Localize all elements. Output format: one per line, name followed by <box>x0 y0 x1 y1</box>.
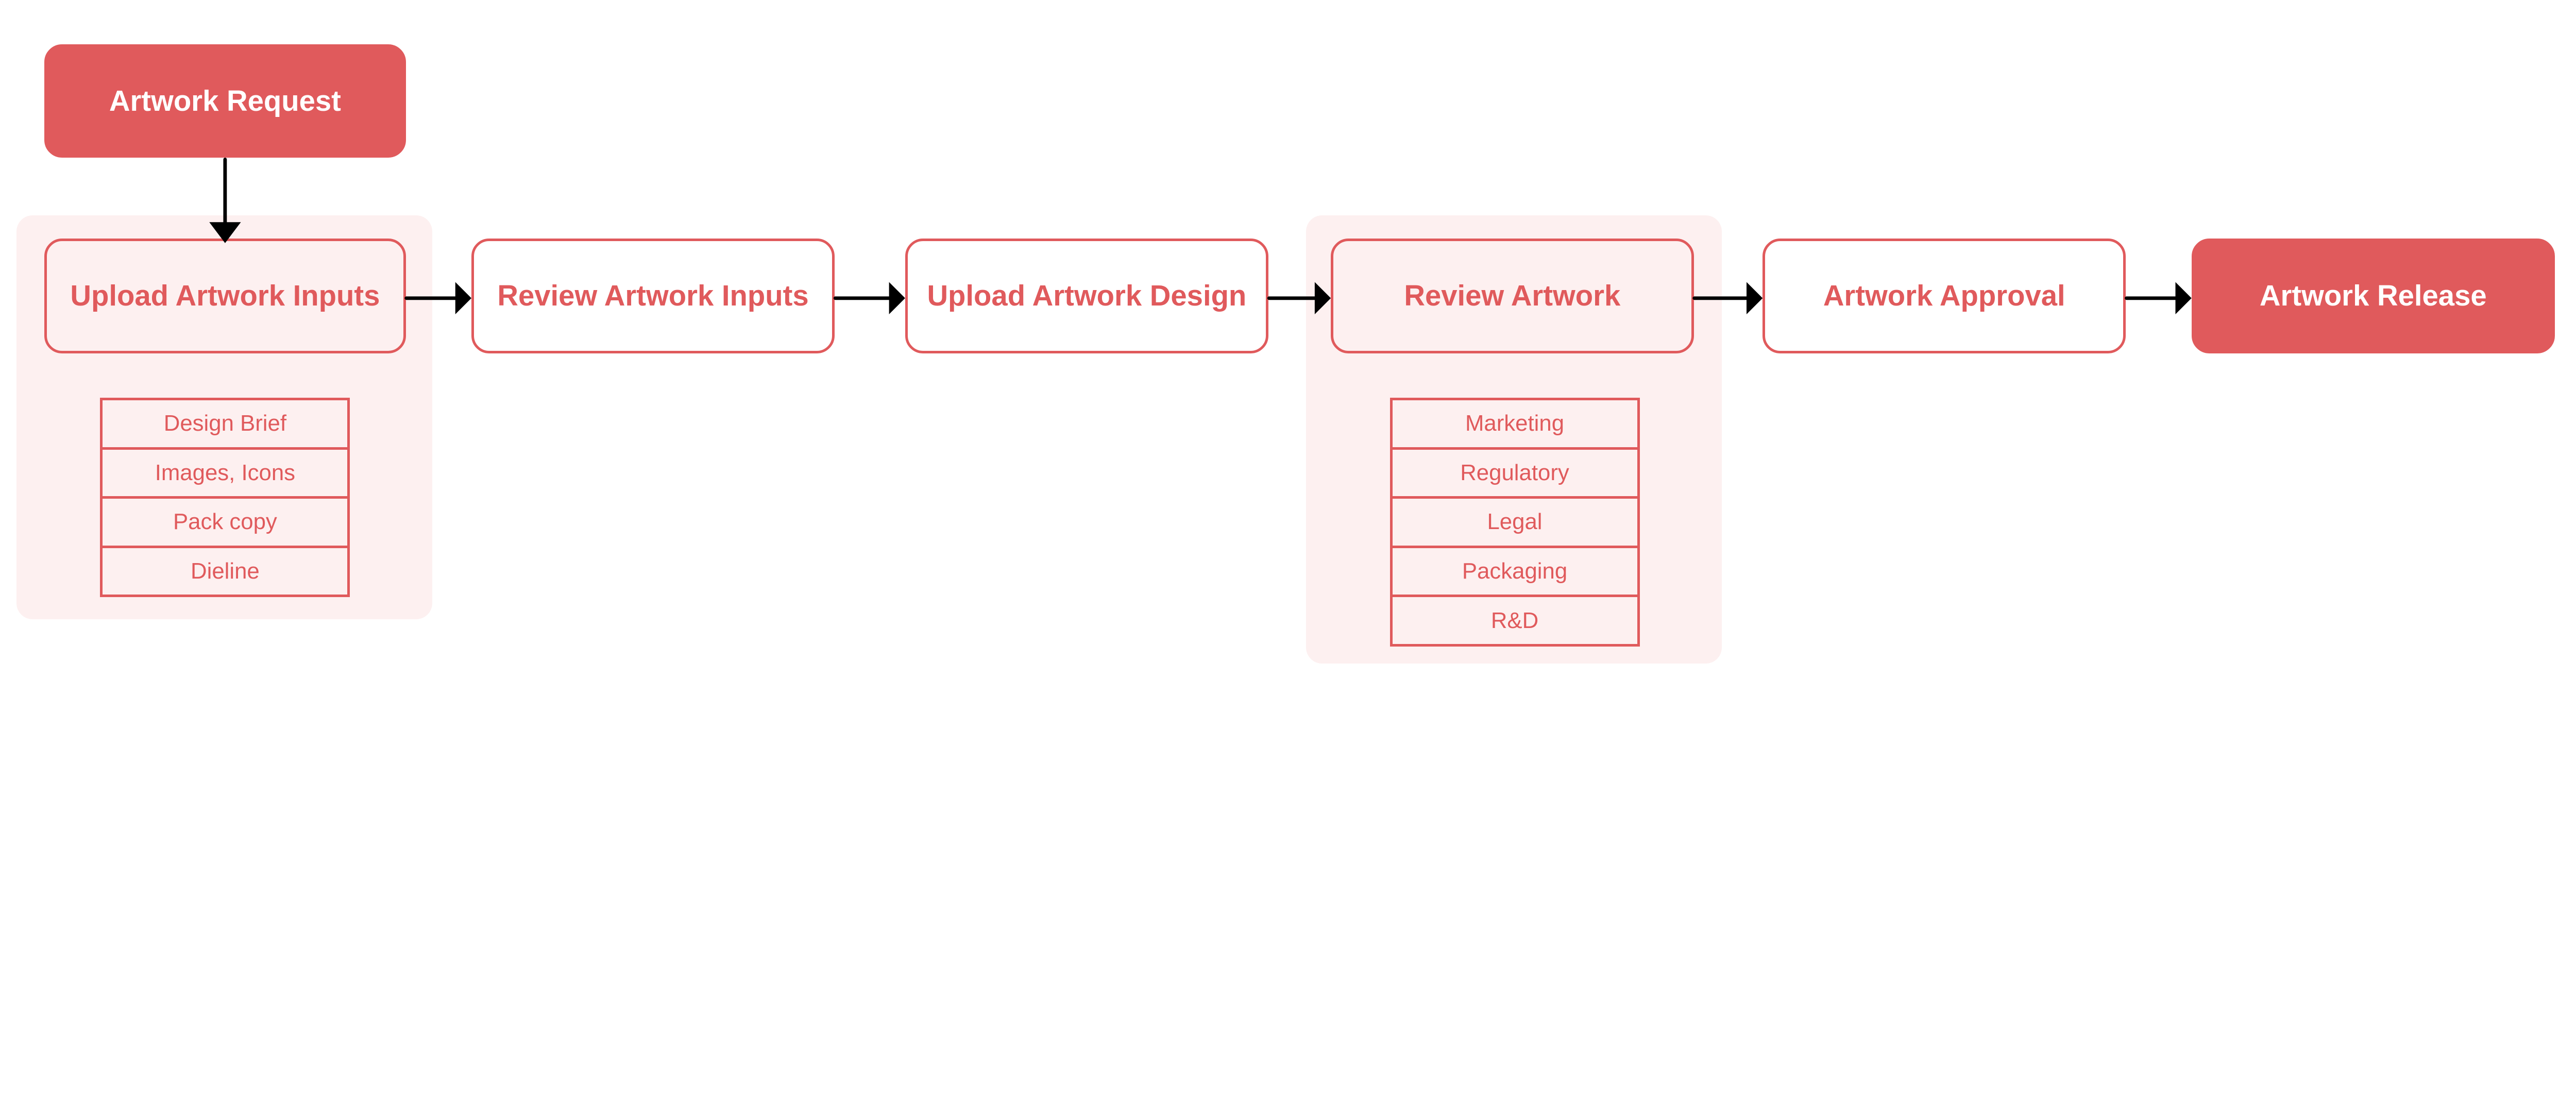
list-item: Dieline <box>103 548 348 598</box>
list-item: Images, Icons <box>103 450 348 499</box>
list-item: Packaging <box>1392 548 1637 598</box>
list-item: Regulatory <box>1392 450 1637 499</box>
list-item: Design Brief <box>103 400 348 450</box>
step-label: Artwork Approval <box>1823 279 2065 312</box>
step-artwork-request[interactable]: Artwork Request <box>44 44 406 158</box>
step-artwork-approval[interactable]: Artwork Approval <box>1762 238 2126 353</box>
arrowhead-icon <box>1314 282 1331 314</box>
list-item: R&D <box>1392 597 1637 647</box>
arrowhead-icon <box>455 282 471 314</box>
arrowhead-icon <box>889 282 905 314</box>
reviewers-list: Marketing Regulatory Legal Packaging R&D <box>1389 397 1640 647</box>
inputs-list: Design Brief Images, Icons Pack copy Die… <box>100 397 350 598</box>
step-label: Upload Artwork Design <box>927 279 1247 312</box>
connector-arrows <box>209 157 2192 314</box>
arrowhead-icon <box>1747 282 1763 314</box>
arrowhead-icon <box>2175 282 2192 314</box>
step-review-artwork[interactable]: Review Artwork <box>1331 238 1694 353</box>
step-upload-artwork-design[interactable]: Upload Artwork Design <box>905 238 1268 353</box>
list-item: Pack copy <box>103 499 348 548</box>
list-item: Marketing <box>1392 400 1637 450</box>
step-label: Review Artwork Inputs <box>497 279 809 312</box>
step-label: Artwork Request <box>109 84 341 117</box>
arrowhead-icon <box>209 222 241 243</box>
step-label: Upload Artwork Inputs <box>70 279 380 312</box>
step-artwork-release[interactable]: Artwork Release <box>2191 238 2555 353</box>
step-label: Artwork Release <box>2259 279 2487 312</box>
step-review-artwork-inputs[interactable]: Review Artwork Inputs <box>471 238 835 353</box>
list-item: Legal <box>1392 499 1637 548</box>
step-label: Review Artwork <box>1404 279 1621 312</box>
